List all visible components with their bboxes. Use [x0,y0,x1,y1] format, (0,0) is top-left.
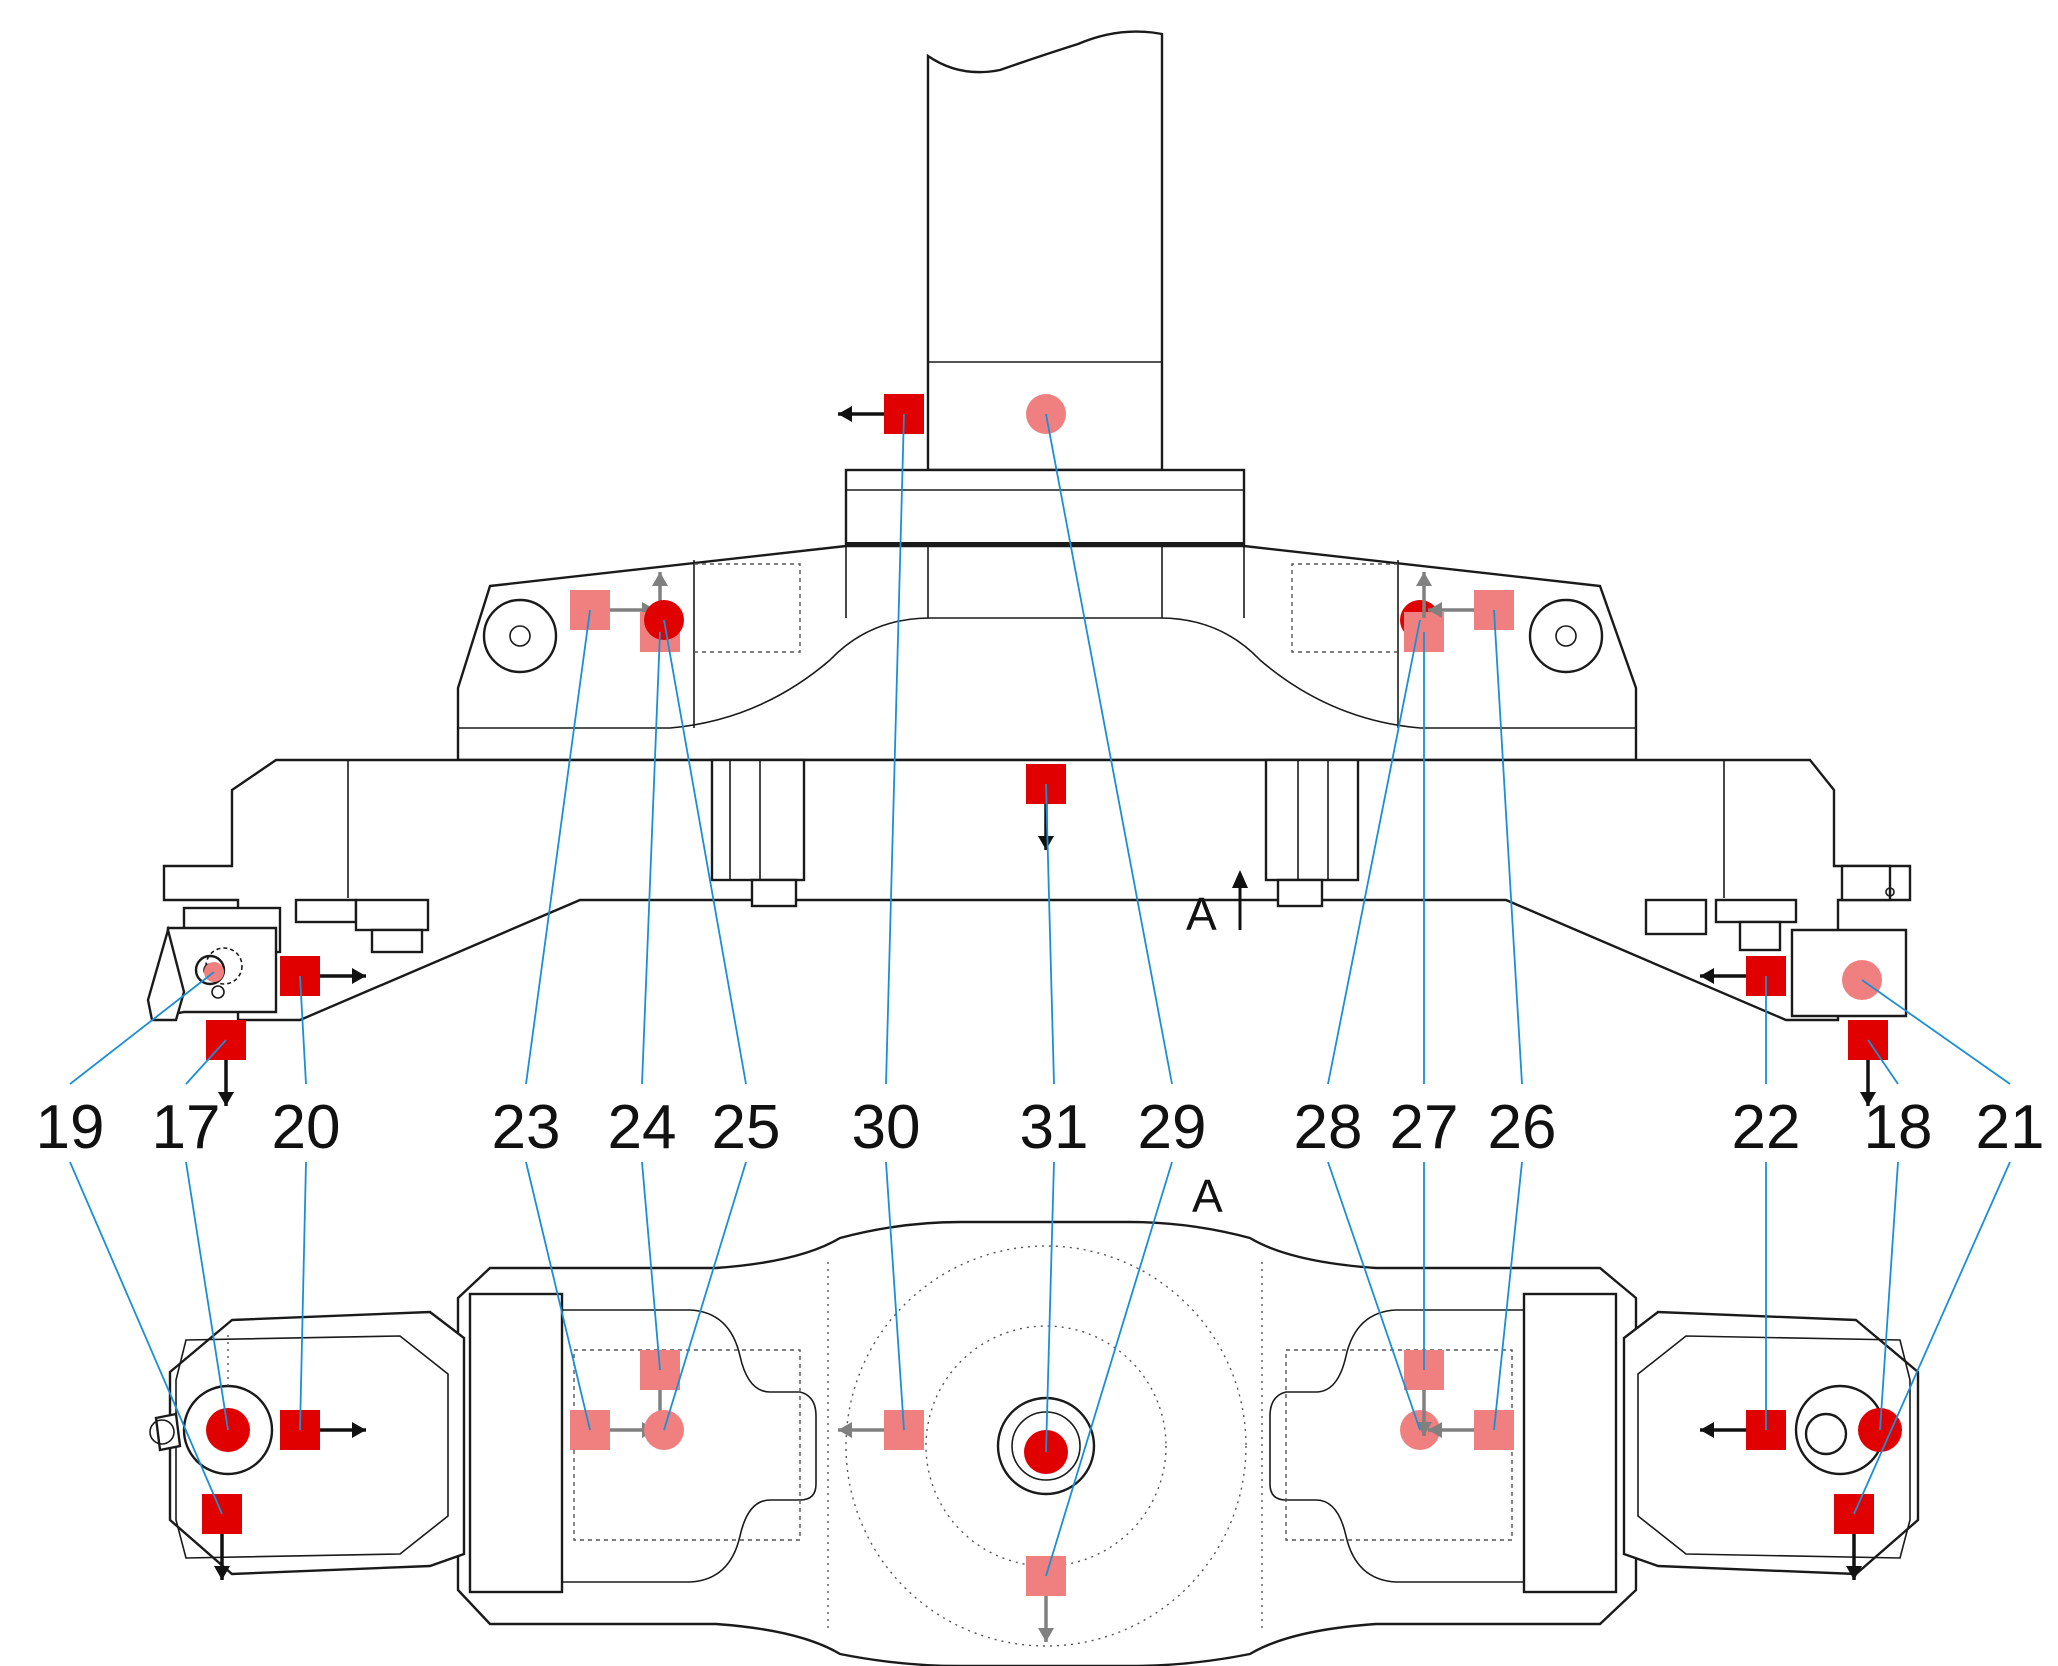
direction-arrow-head [838,1422,852,1438]
label-29: 29 [1138,1093,1207,1162]
view-arrow-a: A [1186,870,1248,940]
label-18: 18 [1864,1093,1933,1162]
direction-arrow-head [1428,602,1442,618]
direction-arrow-head [1846,1566,1862,1580]
direction-arrow-head [352,968,366,984]
direction-arrow-head [1038,1628,1054,1642]
label-22: 22 [1732,1093,1801,1162]
leader-26-upper [1493,609,1523,1085]
svg-text:A: A [1186,888,1217,940]
leader-30-upper [885,413,905,1085]
leader-lines [69,413,2011,1577]
label-26: 26 [1488,1093,1557,1162]
label-31: 31 [1020,1093,1089,1162]
leader-19-upper [69,971,215,1085]
leader-17-lower [185,1161,229,1431]
leader-31-upper [1045,783,1055,1085]
leader-28-lower [1327,1161,1421,1431]
leader-29-lower [1045,1161,1173,1577]
leader-28-upper [1327,619,1421,1085]
crossbeam-upper [456,544,1638,762]
leader-21-upper [1861,979,2011,1085]
pin-left [482,598,558,674]
leader-23-lower [525,1161,591,1431]
direction-arrow-head [652,572,668,586]
direction-arrow-head [1038,836,1054,850]
sensor-markers [202,394,1902,1642]
direction-arrow-head [352,1422,366,1438]
rib-left [710,758,806,882]
leader-17-upper [185,1039,227,1085]
leader-24-upper [641,631,661,1085]
label-25: 25 [712,1093,781,1162]
label-19: 19 [36,1093,105,1162]
side-view [146,30,1912,1022]
label-24: 24 [608,1093,677,1162]
pin-right [1528,598,1604,674]
leader-21-lower [1853,1161,2011,1515]
direction-arrow-head [838,406,852,422]
direction-arrow-head [1700,968,1714,984]
label-17: 17 [152,1093,221,1162]
label-27: 27 [1390,1093,1459,1162]
right-block [1522,1292,1618,1594]
crossbeam-saddle [458,617,1636,729]
view-title: A [1192,1170,1223,1222]
direction-arrow-head [1416,1422,1432,1436]
column [926,30,1164,472]
right-pocket [1269,1309,1524,1583]
leader-18-lower [1879,1161,1899,1431]
direction-arrow-head [1416,572,1432,586]
leader-20-upper [299,975,307,1085]
direction-arrow-head [1428,1422,1442,1438]
leader-24-lower [641,1161,661,1371]
leader-18-upper [1867,1039,1899,1085]
direction-arrow-head [1860,1092,1876,1106]
label-21: 21 [1976,1093,2045,1162]
label-20: 20 [272,1093,341,1162]
leader-26-lower [1493,1161,1523,1431]
main-beam [162,758,1912,1022]
leader-30-lower [885,1161,905,1431]
leader-20-lower [299,1161,307,1431]
label-28: 28 [1294,1093,1363,1162]
direction-arrow-head [1700,1422,1714,1438]
leader-25-lower [663,1161,747,1431]
label-23: 23 [492,1093,561,1162]
leader-23-upper [525,609,591,1085]
leader-29-upper [1045,413,1173,1085]
leader-31-lower [1045,1161,1055,1453]
left-pocket [562,1309,817,1583]
label-30: 30 [852,1093,921,1162]
left-block [468,1292,564,1594]
flange [844,468,1246,546]
direction-arrow-head [214,1566,230,1580]
leader-25-upper [663,619,747,1085]
direction-arrow-head [218,1092,234,1106]
rib-right [1264,758,1360,882]
leader-19-lower [69,1161,223,1515]
reference-numbers: 19 17 20 23 24 25 30 31 29 28 27 26 22 18 21 [36,1093,2045,1162]
